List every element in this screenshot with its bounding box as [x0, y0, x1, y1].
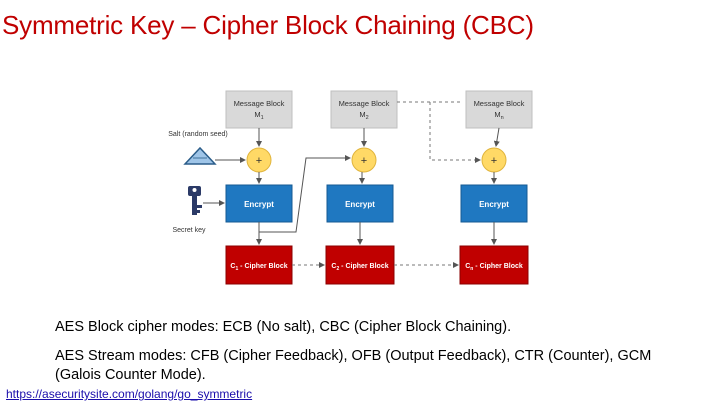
chain-arrow-1-to-2 — [259, 155, 351, 233]
cbc-diagram: Message Block M1 + Encrypt C1 - Cipher B… — [168, 90, 533, 285]
cipher-block-1 — [225, 245, 293, 285]
message-block-1-title: Message Block — [234, 99, 285, 108]
encrypt-label-1: Encrypt — [244, 200, 274, 209]
message-block-n-label: Mn — [494, 110, 503, 121]
cipher-block-2 — [325, 245, 395, 285]
column-n: Message Block Mn + Encrypt Cn - Cipher B… — [459, 90, 533, 285]
slide-title: Symmetric Key – Cipher Block Chaining (C… — [2, 10, 534, 40]
column-2: Message Block M2 + Encrypt C2 - Cipher B… — [325, 90, 398, 285]
source-link[interactable]: https://asecuritysite.com/golang/go_symm… — [6, 387, 253, 401]
xor-symbol-n: + — [491, 155, 497, 167]
encrypt-label-2: Encrypt — [345, 200, 375, 209]
message-block-n-title: Message Block — [474, 99, 525, 108]
dashed-chain-xor — [429, 102, 481, 163]
bullet-stream-modes: AES Stream modes: CFB (Cipher Feedback),… — [55, 348, 652, 383]
encrypt-block-1 — [225, 184, 293, 223]
column-1: Message Block M1 + Encrypt C1 - Cipher B… — [225, 90, 293, 285]
cipher-block-n-label: Cn - Cipher Block — [465, 263, 523, 272]
message-block-2 — [330, 90, 398, 129]
key-label: Secret key — [172, 227, 206, 234]
encrypt-block-2 — [326, 184, 394, 223]
message-block-2-label: M2 — [359, 110, 368, 121]
message-block-2-title: Message Block — [339, 99, 390, 108]
cipher-block-2-label: C2 - Cipher Block — [331, 263, 388, 272]
xor-node-2 — [351, 147, 377, 173]
salt-label: Salt (random seed) — [168, 131, 228, 138]
message-block-n — [465, 90, 533, 129]
bullet-list: AES Block cipher modes: ECB (No salt), C… — [55, 318, 675, 395]
encrypt-block-n — [460, 184, 528, 223]
message-block-1-label: M1 — [254, 110, 263, 121]
xor-symbol-2: + — [361, 155, 367, 167]
cipher-block-1-label: C1 - Cipher Block — [230, 263, 287, 272]
message-block-1 — [225, 90, 293, 129]
cipher-block-n — [459, 245, 529, 285]
xor-symbol-1: + — [256, 155, 262, 167]
encrypt-label-n: Encrypt — [479, 200, 509, 209]
bullet-block-modes: AES Block cipher modes: ECB (No salt), C… — [55, 319, 512, 335]
salt-icon — [183, 146, 217, 165]
key-icon — [188, 186, 202, 215]
